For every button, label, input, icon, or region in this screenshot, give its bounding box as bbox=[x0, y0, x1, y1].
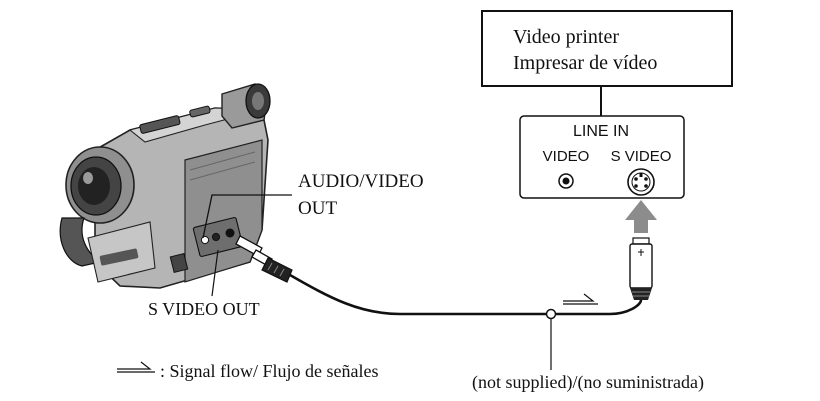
video-jack-label: VIDEO bbox=[543, 148, 590, 165]
line-in-title: LINE IN bbox=[573, 123, 629, 140]
printer-label-es: Impresar de vídeo bbox=[513, 52, 657, 74]
line-in-panel: LINE IN VIDEO S VIDEO bbox=[519, 115, 685, 199]
audio-video-out-label-2: OUT bbox=[298, 198, 337, 219]
audio-video-out-leader bbox=[202, 194, 292, 239]
audio-video-out-label: AUDIO/VIDEO bbox=[298, 171, 424, 192]
hollow-right-arrow-icon bbox=[117, 361, 155, 373]
svideo-jack-label: S VIDEO bbox=[611, 148, 672, 165]
signal-flow-arrow-icon bbox=[563, 293, 598, 305]
s-video-out-label: S VIDEO OUT bbox=[148, 299, 260, 319]
camcorder-illustration bbox=[59, 83, 271, 289]
svideo-cable bbox=[289, 273, 643, 316]
cable-callout-dot bbox=[545, 308, 557, 320]
svideo-jack-icon bbox=[627, 168, 655, 196]
video-jack-icon bbox=[558, 173, 574, 189]
s-video-out-leader bbox=[211, 249, 219, 297]
cable-note: (not supplied)/(no suministrada) bbox=[472, 372, 704, 393]
signal-flow-label: : Signal flow/ Flujo de señales bbox=[160, 361, 378, 381]
signal-flow-legend: : Signal flow/ Flujo de señales bbox=[117, 361, 378, 381]
connection-arrow-icon bbox=[625, 200, 657, 233]
video-printer-box: Video printer Impresar de vídeo bbox=[481, 10, 733, 87]
svideo-plug-icon bbox=[629, 237, 653, 300]
camcorder-plug-icon bbox=[235, 235, 293, 283]
printer-label-en: Video printer bbox=[513, 26, 619, 48]
